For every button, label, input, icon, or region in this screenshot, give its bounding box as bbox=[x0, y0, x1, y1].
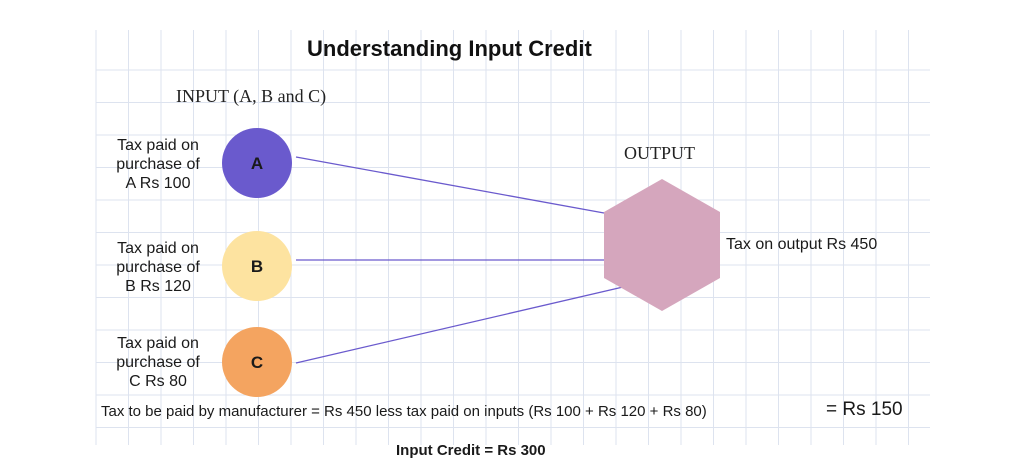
background-grid bbox=[95, 30, 930, 445]
input-b-label: Tax paid on purchase of B Rs 120 bbox=[93, 239, 223, 296]
input-node-a bbox=[222, 128, 292, 198]
connector-a-to-output bbox=[295, 156, 605, 214]
output-label: Tax on output Rs 450 bbox=[726, 236, 878, 253]
input-a-label-line: Tax paid on bbox=[117, 137, 199, 154]
input-a-label-line: purchase of bbox=[116, 156, 200, 173]
output-heading: OUTPUT bbox=[624, 143, 695, 163]
input-node-b-letter: B bbox=[251, 257, 263, 276]
input-b-label-line: Tax paid on bbox=[117, 240, 199, 257]
input-a-label: Tax paid on purchase of A Rs 100 bbox=[93, 136, 223, 193]
input-node-c bbox=[222, 327, 292, 397]
connector-c-to-output bbox=[295, 286, 624, 364]
input-a-label-line: A Rs 100 bbox=[125, 175, 191, 192]
input-node-c-letter: C bbox=[251, 353, 263, 372]
output-hexagon bbox=[604, 179, 720, 311]
input-heading: INPUT (A, B and C) bbox=[176, 86, 327, 106]
input-c-label-line: purchase of bbox=[116, 354, 200, 371]
summary-result: = Rs 150 bbox=[826, 399, 903, 420]
input-c-label-line: Tax paid on bbox=[117, 335, 199, 352]
summary-text: Tax to be paid by manufacturer = Rs 450 … bbox=[101, 403, 707, 420]
input-b-label-line: B Rs 120 bbox=[125, 278, 191, 295]
input-credit-text: Input Credit = Rs 300 bbox=[396, 442, 546, 459]
input-c-label: Tax paid on purchase of C Rs 80 bbox=[93, 334, 223, 391]
input-node-b bbox=[222, 231, 292, 301]
diagram-title: Understanding Input Credit bbox=[307, 36, 592, 61]
input-c-label-line: C Rs 80 bbox=[129, 373, 187, 390]
input-b-label-line: purchase of bbox=[116, 259, 200, 276]
input-node-a-letter: A bbox=[251, 154, 263, 173]
